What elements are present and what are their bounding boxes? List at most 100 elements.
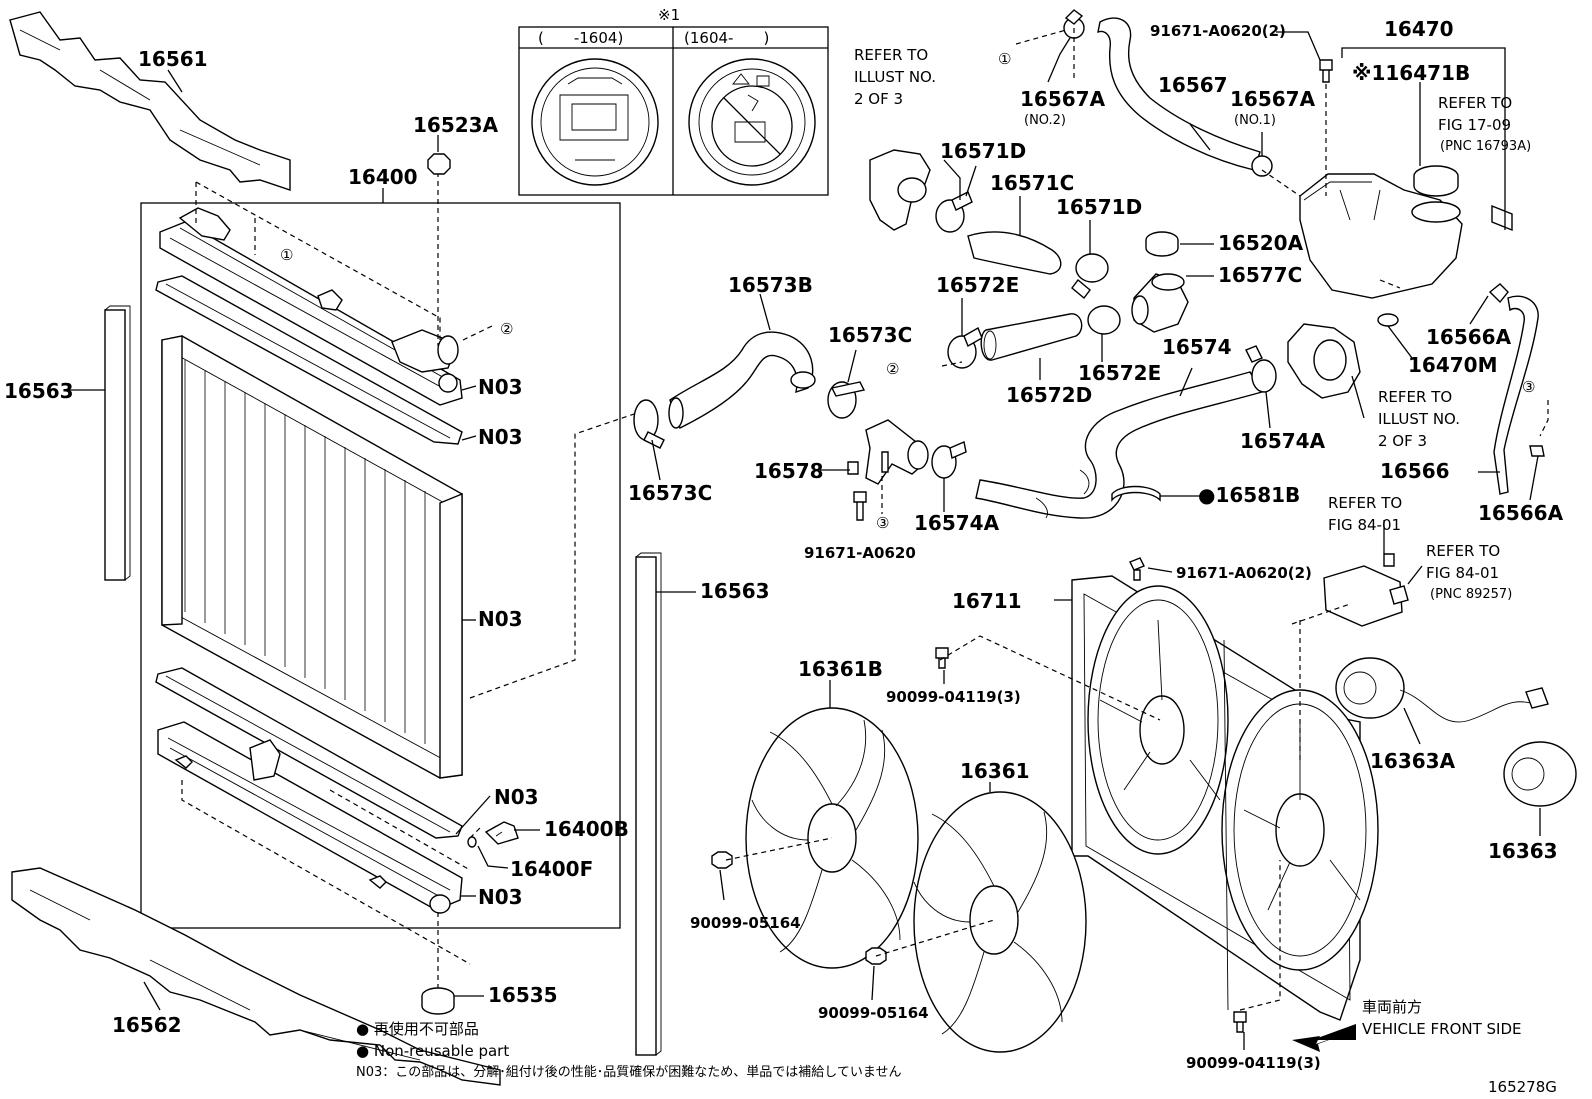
- label-16361: 16361: [960, 759, 1030, 783]
- label-91671-A0620-2-top: 91671-A0620(2): [1150, 22, 1286, 40]
- label-16581B: ●16581B: [1198, 483, 1300, 507]
- marker-1-radiator: ①: [280, 246, 293, 264]
- clamp-16574A-left: [931, 441, 967, 479]
- label-16571D-right: 16571D: [1056, 195, 1142, 219]
- reference-notes: REFER TO ILLUST NO. 2 OF 3 REFER TO FIG …: [854, 46, 1531, 602]
- fan-16361: [913, 791, 1087, 1053]
- label-16470: 16470: [1384, 17, 1454, 41]
- ref-fig8401a-line2: FIG 84-01: [1328, 516, 1401, 534]
- direction-en: VEHICLE FRONT SIDE: [1362, 1020, 1522, 1038]
- label-16578: 16578: [754, 459, 824, 483]
- circled-markers: ① ② ① ② ③ ③: [280, 50, 1535, 532]
- legend: ● 再使用不可部品 ● Non-reusable part N03：この部品は、…: [356, 1020, 902, 1080]
- label-16573C-top: 16573C: [828, 323, 912, 347]
- o-ring-16400F: [467, 836, 477, 848]
- clamp-16573C-top: [827, 381, 866, 419]
- inset-right-header: (1604- ): [684, 29, 769, 47]
- label-n03-upper-tank: N03: [478, 375, 523, 399]
- marker-2-hose: ②: [886, 360, 899, 378]
- part-number-labels: 16561 16523A 16400 16563 16563 N03 N03 N…: [4, 17, 1564, 1072]
- bolt-91671-A0620-2-fan: [1129, 557, 1145, 581]
- clamp-16566A-top: [1488, 283, 1509, 304]
- hose-16571C: [967, 231, 1062, 275]
- radiator-dashed-leaders: [181, 172, 641, 988]
- label-16571C: 16571C: [990, 171, 1074, 195]
- label-16574A-left: 16574A: [914, 511, 1000, 535]
- hose-16566: [1493, 295, 1539, 495]
- hose-16573B: [668, 331, 816, 429]
- reservoir-16470: [1299, 165, 1463, 299]
- label-no2: (NO.2): [1024, 113, 1066, 128]
- legend-line3: N03：この部品は、分解･組付け後の性能･品質確保が困難なため、単品では補給して…: [356, 1064, 902, 1080]
- radiator-support-upper-16561: [9, 11, 291, 191]
- ref-illust-left-line1: REFER TO: [854, 46, 928, 64]
- bolt-91671-A0620: [853, 491, 867, 521]
- label-16563-right: 16563: [700, 579, 770, 603]
- label-16563-left: 16563: [4, 379, 74, 403]
- marker-2-radiator: ②: [500, 320, 513, 338]
- label-16363A: 16363A: [1370, 749, 1456, 773]
- label-n03-upper-gasket: N03: [478, 425, 523, 449]
- label-16567A-no2: 16567A: [1020, 87, 1106, 111]
- label-plate-fig1709: [1491, 204, 1513, 232]
- cushion-16535: [421, 987, 455, 1015]
- label-16400B: 16400B: [544, 817, 629, 841]
- label-16573B: 16573B: [728, 273, 813, 297]
- radiator-upper-tank: [159, 207, 463, 406]
- clamp-16572E-left: [947, 326, 983, 369]
- clamp-16574A-right: [1245, 345, 1277, 393]
- grommet-16470M: [1377, 313, 1399, 327]
- label-91671-A0620-2-fan: 91671-A0620(2): [1176, 564, 1312, 582]
- figure-id: 165278G: [1488, 1078, 1557, 1096]
- ref-illust-right-line3: 2 OF 3: [1378, 432, 1427, 450]
- ref-fig8401b-line2: FIG 84-01: [1426, 564, 1499, 582]
- ref-fig1709-line2: FIG 17-09: [1438, 116, 1511, 134]
- radiator-core: [161, 335, 463, 779]
- label-91671-A0620: 91671-A0620: [804, 544, 916, 562]
- inset-note: ※1: [658, 6, 680, 24]
- radiator-outline-box: [140, 202, 621, 929]
- vehicle-front-arrow: [1292, 1024, 1356, 1052]
- ref-fig8401a-line1: REFER TO: [1328, 494, 1402, 512]
- pump-housing-upper: [869, 149, 931, 231]
- label-no1: (NO.1): [1234, 113, 1276, 128]
- label-16574: 16574: [1162, 335, 1232, 359]
- radiator-cap-inset: [518, 26, 829, 196]
- radiator-lower-tank: [157, 721, 463, 914]
- label-16572E-left: 16572E: [936, 273, 1019, 297]
- water-inlet-housing: [1287, 323, 1361, 399]
- label-16574A-right: 16574A: [1240, 429, 1326, 453]
- fan-motor-16363A: [1335, 657, 1549, 723]
- label-16571D-left: 16571D: [940, 139, 1026, 163]
- radiator-gasket-lower: [155, 667, 463, 839]
- label-16566: 16566: [1380, 459, 1450, 483]
- label-16400: 16400: [348, 165, 418, 189]
- label-90099-04119-3-top: 90099-04119(3): [886, 688, 1021, 706]
- label-16567A-no1: 16567A: [1230, 87, 1316, 111]
- label-16572D: 16572D: [1006, 383, 1092, 407]
- ref-illust-right-line1: REFER TO: [1378, 388, 1452, 406]
- reservoir-outline-frame: [1341, 47, 1506, 230]
- hose-16572D: [980, 313, 1083, 361]
- clamp-16572E-right: [1087, 305, 1121, 335]
- legend-line2: ● Non-reusable part: [356, 1042, 509, 1060]
- bolt-90099-04119-top: [935, 647, 949, 669]
- label-16523A: 16523A: [413, 113, 499, 137]
- marker-1-hose: ①: [998, 50, 1011, 68]
- inset-left-header: ( -1604): [538, 29, 623, 47]
- ref-fig8401b-line3: (PNC 89257): [1430, 587, 1512, 602]
- direction-jp: 車両前方: [1362, 998, 1422, 1016]
- label-16363: 16363: [1488, 839, 1558, 863]
- label-16471B: ※116471B: [1352, 61, 1470, 85]
- clamp-16581B: [1111, 485, 1161, 502]
- label-n03-lower-gasket: N03: [494, 785, 539, 809]
- label-n03-lower-tank: N03: [478, 885, 523, 909]
- ref-illust-right-line2: ILLUST NO.: [1378, 410, 1460, 428]
- radiator-gasket-upper: [155, 275, 463, 445]
- label-16573C-bottom: 16573C: [628, 481, 712, 505]
- label-16535: 16535: [488, 983, 558, 1007]
- label-leaders: [68, 31, 1541, 1050]
- seal-16563-left: [104, 305, 131, 581]
- label-16400F: 16400F: [510, 857, 593, 881]
